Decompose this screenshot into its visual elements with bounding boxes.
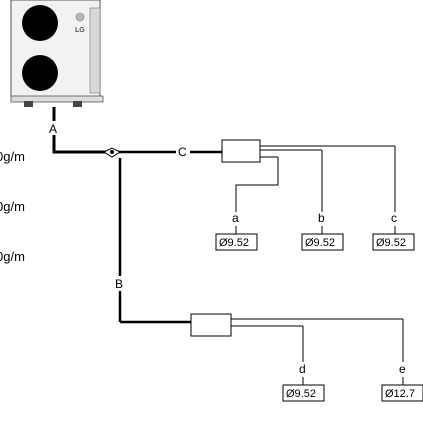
outdoor-unit: LG xyxy=(10,0,104,107)
size-b-text: Ø9.52 xyxy=(305,237,335,249)
size-box-a: Ø9.52 xyxy=(215,233,258,251)
indoor-label-e: e xyxy=(399,362,406,376)
size-box-b: Ø9.52 xyxy=(301,233,344,251)
side-note-2: 0g/m xyxy=(0,199,25,214)
side-note-1: 0g/m xyxy=(0,149,25,164)
indoor-label-a: a xyxy=(232,211,239,225)
fan-bottom-icon xyxy=(22,55,58,91)
pipe-label-a: A xyxy=(49,122,57,136)
indoor-label-b: b xyxy=(318,211,325,225)
lg-logo-icon xyxy=(75,12,85,22)
size-d-text: Ø9.52 xyxy=(286,388,316,400)
size-box-d: Ø9.52 xyxy=(282,384,325,402)
pipe-a xyxy=(52,107,106,154)
pipe-label-c: C xyxy=(178,145,187,159)
side-note-3: 0g/m xyxy=(0,249,25,264)
header-b xyxy=(190,313,232,337)
size-e-text: Ø12.7 xyxy=(385,388,415,400)
size-a-text: Ø9.52 xyxy=(219,237,249,249)
fan-top-icon xyxy=(22,5,58,41)
size-c-text: Ø9.52 xyxy=(376,237,406,249)
pipe-label-b: B xyxy=(115,277,123,291)
y-branch-icon xyxy=(102,147,122,158)
indoor-label-d: d xyxy=(299,362,306,376)
indoor-label-c: c xyxy=(391,211,397,225)
pipe-network xyxy=(52,107,404,385)
header-c xyxy=(221,139,261,163)
size-box-c: Ø9.52 xyxy=(372,233,415,251)
size-box-e: Ø12.7 xyxy=(381,384,423,402)
outdoor-unit-logo: LG xyxy=(75,27,85,34)
